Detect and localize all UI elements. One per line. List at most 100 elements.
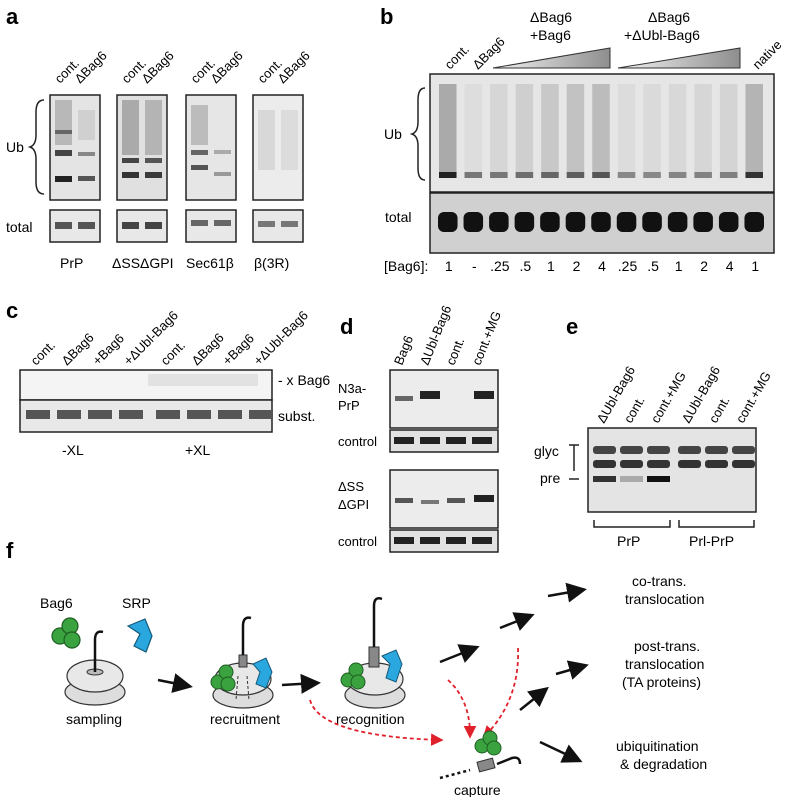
- xbag6-label: - x Bag6: [278, 372, 330, 388]
- bag6-value: 1: [751, 258, 759, 274]
- blot-a-beta3r: [252, 94, 304, 201]
- outcome-text: (TA proteins): [622, 674, 701, 690]
- substrate-label: Sec61β: [186, 255, 234, 271]
- blot-e: [587, 427, 757, 513]
- srp-protein: [126, 618, 153, 653]
- stage-label: recognition: [336, 711, 405, 727]
- lane-label: cont.: [706, 394, 733, 426]
- bag6-value: 2: [573, 258, 581, 274]
- substrate-label: ΔSSΔGPI: [112, 255, 174, 271]
- total-band: [565, 212, 586, 232]
- arrow: [157, 673, 193, 693]
- bag6-value: .5: [520, 258, 532, 274]
- bag6-value: 4: [598, 258, 606, 274]
- arrow: [439, 644, 480, 664]
- panel-letter-c: c: [6, 298, 18, 323]
- lane-label: native: [750, 37, 785, 72]
- arrow: [519, 686, 549, 711]
- total-band: [514, 212, 535, 232]
- total-band: [616, 212, 637, 232]
- total-band: [489, 212, 509, 232]
- blot-label: ΔGPI: [338, 497, 369, 512]
- total-label: total: [6, 219, 32, 235]
- lane-label: cont.: [158, 338, 189, 369]
- lane-label: ΔBag6: [59, 330, 97, 368]
- stage-label: recruitment: [210, 711, 280, 727]
- blot-d-control: [389, 529, 499, 553]
- lane-label: +Bag6: [90, 331, 127, 368]
- bag6-value: 1: [675, 258, 683, 274]
- bag6-protein: [51, 617, 81, 649]
- outcome-text: & degradation: [620, 756, 707, 772]
- ub-brace: [27, 99, 45, 195]
- dashed-arrow: [482, 647, 519, 739]
- blot-b-lanes: [439, 84, 763, 178]
- ub-brace: [409, 87, 426, 181]
- total-label: total: [385, 209, 411, 225]
- panel-letter-d: d: [340, 314, 353, 339]
- subst-band: [187, 410, 211, 419]
- total-band: [642, 212, 662, 232]
- glyc-label: glyc: [534, 443, 559, 459]
- ub-label: Ub: [6, 139, 24, 155]
- total-band: [744, 212, 764, 232]
- blot-a-dssdgpi: [116, 94, 168, 201]
- dashed-arrow: [447, 679, 477, 739]
- blot-d-control: [389, 429, 499, 453]
- stage-label: sampling: [66, 711, 122, 727]
- group-label: ΔBag6: [648, 9, 690, 25]
- control-label: control: [338, 534, 377, 549]
- bag6-value: 1: [547, 258, 555, 274]
- blot-label: ΔSS: [338, 479, 364, 494]
- total-blots-a: [49, 209, 304, 243]
- lane-label: cont.: [443, 335, 467, 367]
- bag6-value: 1: [445, 258, 453, 274]
- subst-band: [26, 410, 50, 419]
- stage-label: capture: [454, 782, 501, 797]
- lane-label: cont.+MG: [469, 309, 504, 367]
- subst-band: [119, 410, 143, 419]
- concentration-wedge: [617, 47, 741, 69]
- arrow: [281, 673, 321, 694]
- bag6-value: .25: [490, 258, 510, 274]
- lane-label: cont.: [621, 394, 648, 426]
- blot-b-total-lanes: [438, 212, 764, 232]
- group-label: ΔBag6: [530, 9, 572, 25]
- panel-letter-a: a: [6, 4, 19, 29]
- plus-xl-label: +XL: [185, 442, 211, 458]
- panel-a: cont. ΔBag6 cont. ΔBag6 cont. ΔBag6 cont…: [6, 48, 313, 271]
- group-label: +ΔUbl-Bag6: [624, 27, 700, 43]
- panel-c: cont.ΔBag6+Bag6+ΔUbl-Bag6cont.ΔBag6+Bag6…: [19, 308, 330, 458]
- outcome-text: post-trans.: [634, 638, 700, 654]
- ribosome-recruitment: [210, 616, 274, 709]
- ub-label: Ub: [384, 126, 402, 142]
- bag6-value: -: [472, 258, 477, 274]
- bag6-row-label: [Bag6]:: [384, 258, 428, 274]
- total-band: [540, 212, 560, 232]
- lane-label: cont.+MG: [733, 369, 774, 426]
- panel-f: Bag6 SRP sampling: [40, 573, 707, 797]
- control-label: control: [338, 434, 377, 449]
- outcome-text: translocation: [625, 656, 704, 672]
- panel-letter-b: b: [380, 4, 393, 29]
- subst-band: [88, 410, 112, 419]
- subst-band: [57, 410, 81, 419]
- panel-b: cont. ΔBag6 ΔBag6 +Bag6 ΔBag6 +ΔUbl-Bag6…: [384, 9, 785, 274]
- group-label: Prl-PrP: [689, 533, 734, 549]
- arrow: [555, 660, 589, 680]
- bag6-value: .25: [618, 258, 638, 274]
- total-band: [438, 212, 458, 232]
- total-band: [463, 212, 484, 232]
- total-band: [718, 212, 739, 232]
- subst-band: [218, 410, 242, 419]
- pre-label: pre: [540, 470, 560, 486]
- lane-label: +ΔUbl-Bag6: [251, 308, 311, 368]
- lane-label: cont.: [28, 338, 59, 369]
- substrate-label: β(3R): [254, 255, 289, 271]
- substrate-label: PrP: [60, 255, 83, 271]
- lane-label: cont.: [442, 42, 473, 73]
- subst-band: [249, 410, 273, 419]
